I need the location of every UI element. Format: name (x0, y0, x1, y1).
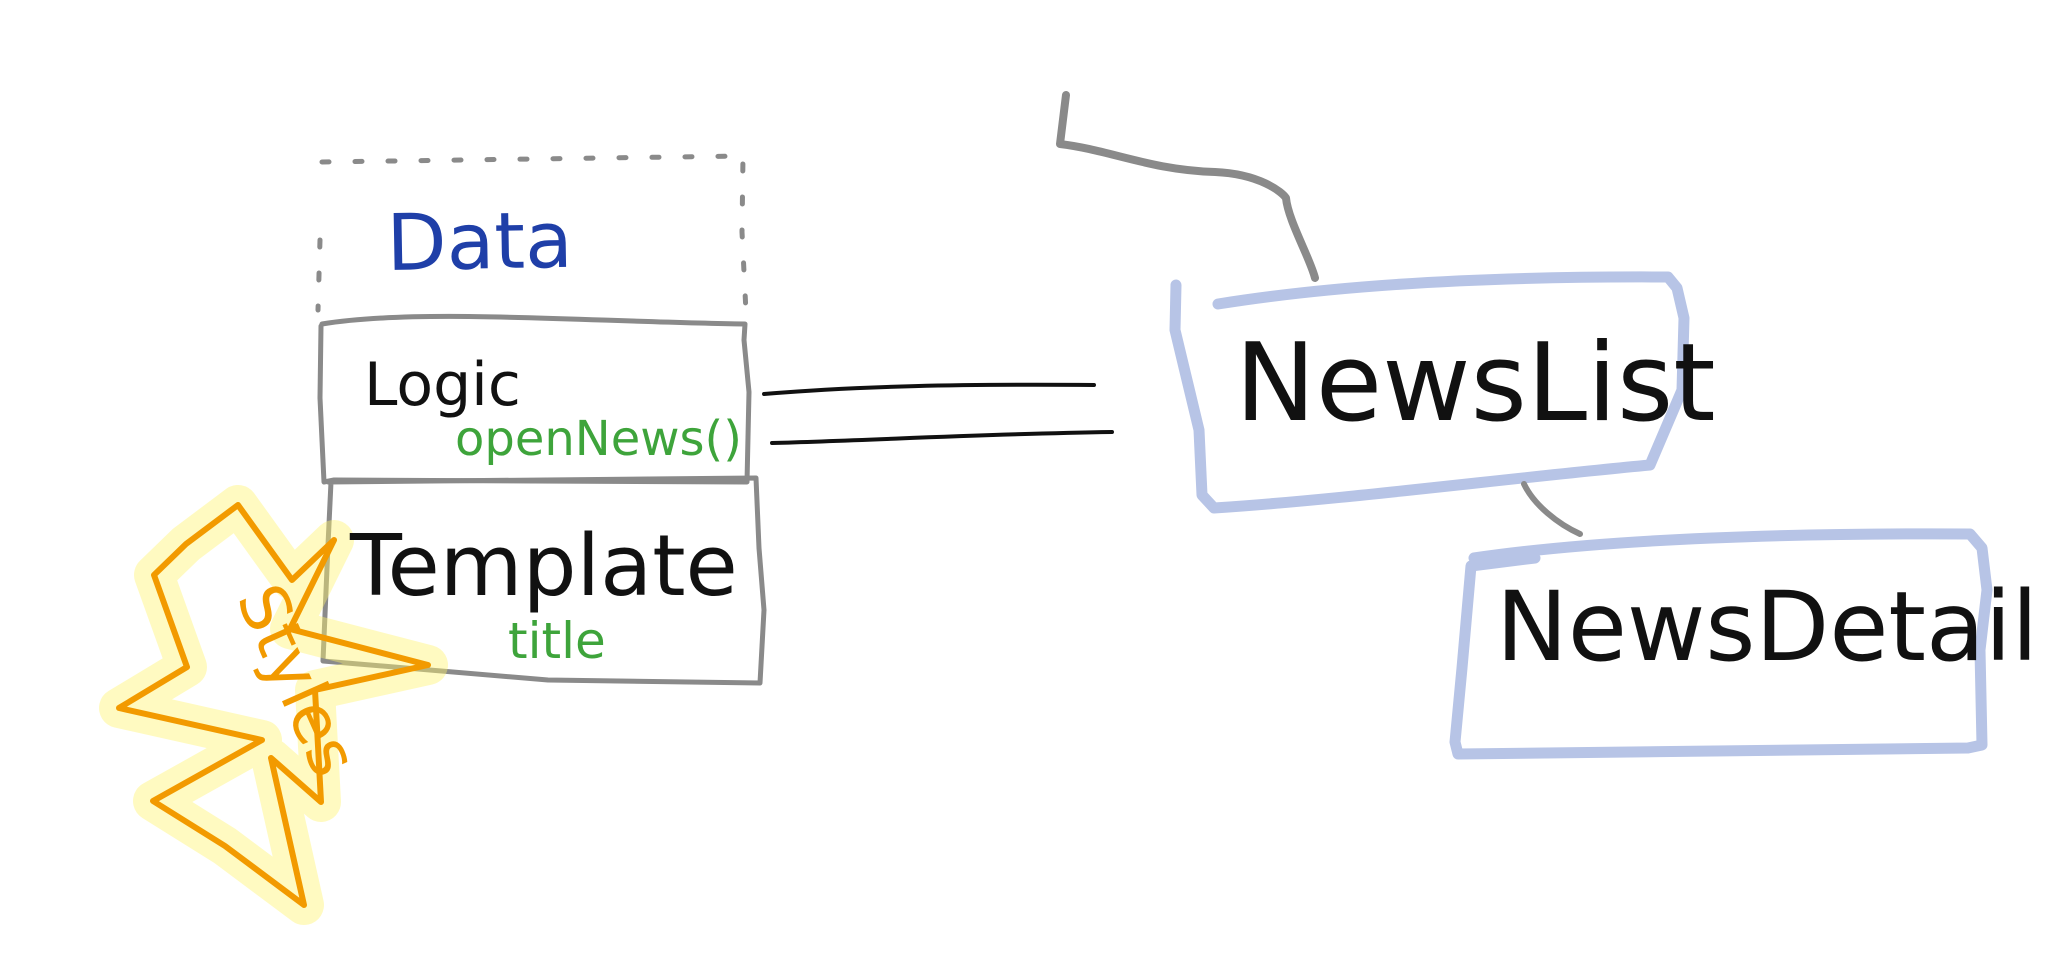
method-label: openNews() (455, 411, 742, 467)
logic-label: Logic (364, 350, 521, 420)
styles-starburst-outline (116, 502, 431, 908)
incoming-hook-line (1056, 91, 1319, 282)
template-label: Template (349, 517, 738, 616)
data-section-dashed-outline (315, 153, 749, 315)
logic-section-outline (317, 313, 752, 485)
connector-line-upper (762, 382, 1096, 396)
newslist-label: NewsList (1235, 321, 1716, 446)
template-section-outline (320, 475, 767, 686)
data-label: Data (386, 196, 574, 289)
connector-line-lower (770, 430, 1114, 445)
newslist-box-outline (1169, 271, 1690, 514)
newslist-to-newsdetail-link (1521, 481, 1583, 537)
property-label: title (508, 612, 606, 670)
newsdetail-box-outline (1449, 528, 1993, 760)
newsdetail-label: NewsDetail (1496, 571, 2038, 683)
